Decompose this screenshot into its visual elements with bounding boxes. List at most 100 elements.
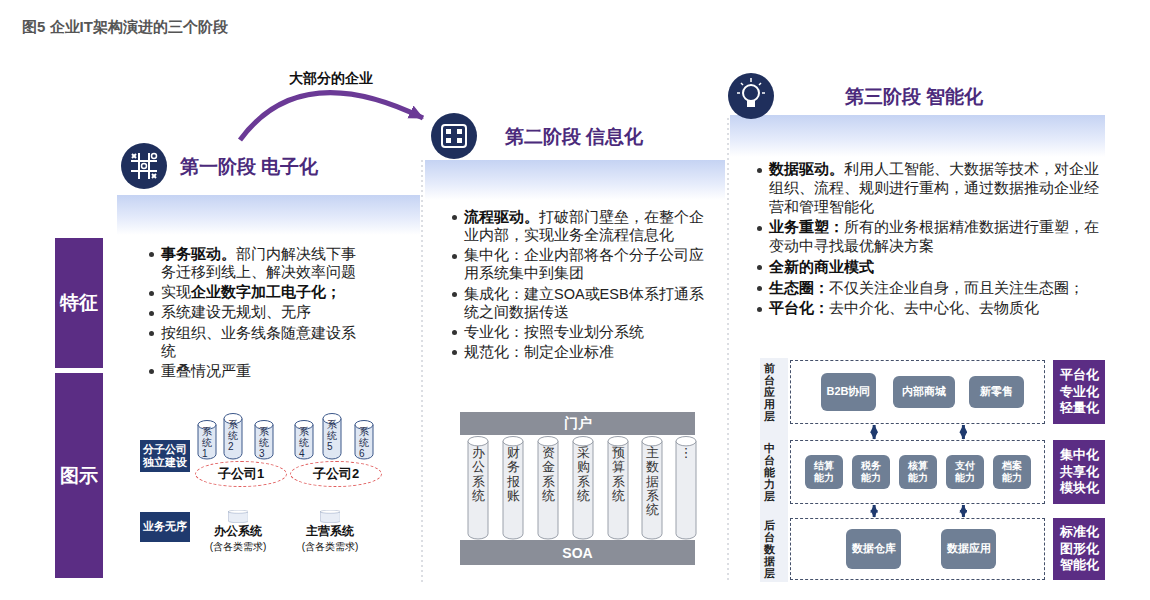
system-column: 办公系统 [467,436,489,540]
puzzle-piece: 数据仓库 [846,529,901,569]
column-separator [728,118,729,582]
node-text: 分子公司独立建设 [142,443,188,469]
bullet-item: 流程驱动。打破部门壁垒，在整个企业内部，实现业务全流程信息化 [450,208,715,244]
node-text: (含各类需求) [302,540,359,554]
layer-box: 后台数据层数据仓库数据应用 [790,518,1045,580]
node-text: 核算能力 [907,460,929,484]
stage-icon [430,112,478,160]
header-band [117,195,420,235]
node-text: 子公司1 [218,465,264,483]
node-text: 主数据系统 [646,446,659,517]
node-text: SOA [562,545,592,561]
stage-icon [727,72,775,120]
bullet-item: 集中化：企业内部将各个分子公司应用系统集中到集团 [450,246,715,282]
bullet-text: 全新的商业模式 [769,258,874,275]
puzzle-piece: 数据应用 [941,529,996,569]
puzzle-piece: B2B协同 [821,373,876,411]
puzzle-piece: 支付能力 [946,455,984,489]
node-text: 结算能力 [813,460,835,484]
bullet-text: 重叠情况严重 [161,363,251,379]
layer-box: 前台应用层B2B协同内部商城新零售 [790,360,1045,424]
bullet-item: 规范化：制定企业标准 [450,343,715,361]
feature-box: 集中化 共享化 模块化 [1053,440,1105,504]
node-text: 门户 [564,415,592,433]
node-text: 办公系统 [472,446,485,503]
bullet-item: 重叠情况严重 [147,362,367,380]
system-cylinder: 系统5 [322,413,342,460]
system-cylinder: 主营系统(含各类需求) [289,502,371,554]
puzzle-piece: 税务能力 [852,455,890,489]
node-text: 平台化 专业化 轻量化 [1058,367,1100,418]
bullet-text: 实现 [161,284,191,300]
bullet-item: 数据驱动。利用人工智能、大数据等技术，对企业组织、流程、规则进行重构，通过数据推… [755,160,1100,216]
bullet-dot [149,331,154,336]
layer-label: 中台能力层 [764,442,775,502]
bullet-dot [452,292,457,297]
system-cylinder: 系统4 [294,420,314,460]
bullet-text: 数据驱动。 [769,160,844,177]
bullet-text: 规范化：制定企业标准 [464,344,614,360]
bullet-text: 去中介化、去中心化、去物质化 [829,299,1039,316]
bullet-item: 事务驱动。部门内解决线下事务迁移到线上、解决效率问题 [147,245,367,281]
puzzle-piece: 内部商城 [893,376,955,408]
node-text: 预算系统 [612,446,625,503]
tag-box: 业务无序 [140,512,190,542]
bullet-dot [757,226,762,231]
system-column: 主数据系统 [641,436,663,540]
node-text: 数据应用 [947,542,991,555]
system-column: ⋮ [675,436,697,540]
node-text: 集中化 共享化 模块化 [1058,447,1100,498]
layer-label: 前台应用层 [764,362,775,422]
node-text: (含各类需求) [210,540,267,554]
system-cylinder: 系统6 [354,420,374,460]
double-arrow [873,425,876,439]
tag-box: 分子公司独立建设 [140,440,190,472]
node-text: 新零售 [980,385,1013,398]
bullet-dot [757,168,762,173]
bullet-text: 不仅关注企业自身，而且关注生态圈； [829,279,1084,296]
edge-label: 大部分的企业 [287,70,375,88]
bullet-dot [452,330,457,335]
stage-column: 第一阶段 电子化事务驱动。部门内解决线下事务迁移到线上、解决效率问题实现企业数字… [117,140,420,580]
bullet-text: 企业数字加工电子化； [191,284,341,300]
cylinder-shape [320,510,341,523]
bullet-item: 系统建设无规划、无序 [147,303,367,321]
header-band [730,115,1105,157]
bullet-dot [757,265,762,270]
node-text: 系统4 [299,426,309,459]
bullet-text: 平台化： [769,299,829,316]
double-arrow [962,505,965,517]
stage-heading: 第一阶段 电子化 [180,154,318,180]
node-text: 税务能力 [860,460,882,484]
node-text: 主营系统 [306,523,354,540]
section-band: 图示 [55,373,103,578]
system-column: 预算系统 [607,436,629,540]
bullet-item: 全新的商业模式 [755,258,1100,277]
header-band [425,160,725,200]
flow-arrow [240,93,423,140]
layer-label: 后台数据层 [764,519,775,579]
system-column: 采购系统 [572,436,594,540]
puzzle-piece: 新零售 [969,376,1024,408]
subsidiary-ellipse: 子公司2 [290,461,382,487]
stage-heading: 第二阶段 信息化 [505,124,643,150]
node-text: 业务无序 [143,520,187,533]
diagram-title: 图5 企业IT架构演进的三个阶段 [22,18,228,37]
system-cylinder: 办公系统(含各类需求) [197,502,279,554]
stage-column: 第三阶段 智能化数据驱动。利用人工智能、大数据等技术，对企业组织、流程、规则进行… [730,68,1105,580]
double-arrow [873,505,876,517]
bullet-item: 生态圈：不仅关注企业自身，而且关注生态圈； [755,279,1100,298]
bullet-text: 按组织、业务线条随意建设系统 [161,325,356,359]
node-text: 支付能力 [954,460,976,484]
bullet-list: 流程驱动。打破部门壁垒，在整个企业内部，实现业务全流程信息化集中化：企业内部将各… [450,208,715,363]
subsidiary-ellipse: 子公司1 [195,461,287,487]
column-separator [422,160,423,582]
feature-box: 平台化 专业化 轻量化 [1053,360,1105,424]
bullet-dot [149,252,154,257]
node-text: 系统1 [202,426,212,459]
bullet-text: 集中化：企业内部将各个分子公司应用系统集中到集团 [464,247,704,281]
node-text: 数据仓库 [852,542,896,555]
bullet-dot [757,286,762,291]
bullet-text: 事务驱动。 [161,246,236,262]
node-text: 财务报账 [507,446,520,503]
